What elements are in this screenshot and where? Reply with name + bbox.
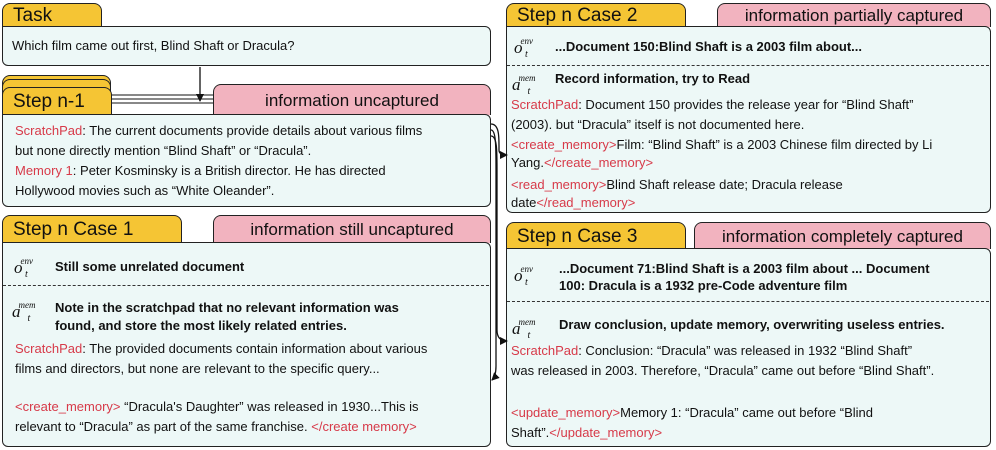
- case2-read-memory-line-1: <read_memory>Blind Shaft release date; D…: [511, 177, 843, 192]
- case2-scratch-line-1: ScratchPad: Document 150 provides the re…: [511, 97, 914, 112]
- case2-status: information partially captured: [717, 3, 991, 27]
- task-box: Which film came out first, Blind Shaft o…: [2, 26, 491, 66]
- step-prev-scratch-line-2: but none directly mention “Blind Shaft” …: [15, 143, 312, 158]
- case3-tab: Step n Case 3: [506, 222, 686, 249]
- create-memory-close-tag: </create memory>: [311, 419, 417, 434]
- step-prev-status: information uncaptured: [213, 84, 491, 115]
- case1-tab: Step n Case 1: [2, 215, 182, 243]
- case3-status: information completely captured: [694, 222, 991, 249]
- case1-box: oenvt Still some unrelated document amem…: [2, 242, 491, 447]
- case2-scratch-line-2: (2003). but “Dracula” itself is not docu…: [511, 117, 805, 132]
- update-memory-close-tag: </update_memory>: [549, 425, 663, 440]
- case3-update-memory-line-2: Shaft”.</update_memory>: [511, 425, 663, 440]
- create-memory-open-tag: <create_memory>: [511, 137, 617, 152]
- step-prev-memory-line-2: Hollywood movies such as “White Oleander…: [15, 183, 275, 198]
- read-memory-open-tag: <read_memory>: [511, 177, 607, 192]
- case1-action-line-1: Note in the scratchpad that no relevant …: [55, 300, 399, 315]
- case2-create-memory-line-1: <create_memory>Film: “Blind Shaft” is a …: [511, 137, 933, 152]
- case3-scratch-line-1: ScratchPad: Conclusion: “Dracula” was re…: [511, 343, 913, 358]
- case1-create-memory-line-2: relevant to “Dracula” as part of the sam…: [15, 419, 417, 434]
- memory-label: Memory 1: [15, 163, 73, 178]
- obs-env-symbol: oenvt: [14, 256, 33, 280]
- case3-box: oenvt ...Document 71:Blind Shaft is a 20…: [506, 248, 991, 447]
- case2-tab: Step n Case 2: [506, 3, 686, 27]
- case2-divider: [507, 65, 989, 66]
- case3-observation-line-2: 100: Dracula is a 1932 pre-Code adventur…: [559, 278, 848, 293]
- task-question: Which film came out first, Blind Shaft o…: [12, 38, 295, 53]
- arrow-to-case2: [490, 123, 508, 159]
- create-memory-open-tag: <create_memory>: [15, 399, 121, 414]
- case3-action: Draw conclusion, update memory, overwrit…: [559, 317, 945, 332]
- obs-env-symbol: oenvt: [514, 36, 533, 60]
- case1-action-line-2: found, and store the most likely related…: [55, 318, 347, 333]
- case3-scratch-line-2: was released in 2003. Therefore, “Dracul…: [511, 363, 935, 378]
- step-prev-memory-line-1: Memory 1: Peter Kosminsky is a British d…: [15, 163, 386, 178]
- case3-observation-line-1: ...Document 71:Blind Shaft is a 2003 fil…: [559, 261, 930, 276]
- step-prev-box: ScratchPad: The current documents provid…: [2, 114, 491, 207]
- step-prev-tab: Step n-1: [2, 87, 112, 115]
- case1-scratch-line-2: films and directors, but none are releva…: [15, 361, 380, 376]
- update-memory-open-tag: <update_memory>: [511, 405, 621, 420]
- case2-create-memory-line-2: Yang.</create_memory>: [511, 155, 654, 170]
- case3-divider: [507, 301, 989, 302]
- case1-status: information still uncaptured: [213, 215, 491, 243]
- act-mem-symbol: amemt: [512, 317, 536, 341]
- create-memory-close-tag: </create_memory>: [544, 155, 654, 170]
- step-prev-scratch-line-1: ScratchPad: The current documents provid…: [15, 123, 423, 138]
- case2-action: Record information, try to Read: [555, 71, 751, 86]
- obs-env-symbol: oenvt: [514, 264, 533, 288]
- case1-create-memory-line-1: <create_memory> “Dracula's Daughter” was…: [15, 399, 419, 414]
- task-tab: Task: [2, 3, 102, 27]
- act-mem-symbol: amemt: [512, 73, 536, 97]
- arrow-to-case1: [490, 129, 500, 381]
- act-mem-symbol: amemt: [12, 300, 36, 324]
- case1-scratch-line-1: ScratchPad: The provided documents conta…: [15, 341, 428, 356]
- read-memory-close-tag: </read_memory>: [536, 195, 636, 210]
- scratchpad-label: ScratchPad: [15, 123, 83, 138]
- case1-observation: Still some unrelated document: [55, 259, 245, 274]
- case2-box: oenvt ...Document 150:Blind Shaft is a 2…: [506, 26, 991, 213]
- case2-read-memory-line-2: date</read_memory>: [511, 195, 636, 210]
- case2-observation: ...Document 150:Blind Shaft is a 2003 fi…: [555, 39, 863, 54]
- case3-update-memory-line-1: <update_memory>Memory 1: “Dracula” came …: [511, 405, 873, 420]
- arrow-to-case3: [490, 135, 508, 345]
- case1-divider: [3, 285, 489, 286]
